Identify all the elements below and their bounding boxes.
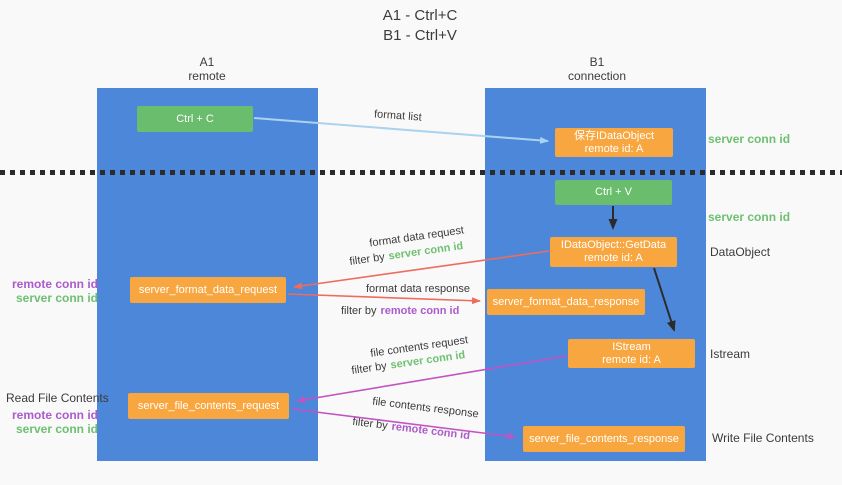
filter-prefix: filter by <box>351 415 389 433</box>
label-group-conn-ids-bottom: remote conn id server conn id <box>8 408 98 436</box>
node-idataobject-getdata: IDataObject::GetData remote id: A <box>550 237 677 267</box>
lane-b1-subtitle: connection <box>567 69 627 83</box>
node-istream-line1: IStream <box>612 340 651 353</box>
node-server-format-data-request: server_format_data_request <box>130 277 286 303</box>
label-remote-conn-id-mid: remote conn id <box>11 277 98 291</box>
node-format-response-label: server_format_data_response <box>492 295 640 308</box>
label-server-conn-id-top: server conn id <box>708 132 791 146</box>
title-line-1: A1 - Ctrl+C <box>382 7 458 24</box>
session-divider-dotted-line <box>0 170 842 175</box>
label-write-file-contents: Write File Contents <box>712 431 814 445</box>
node-istream-line2: remote id: A <box>602 353 661 366</box>
node-istream: IStream remote id: A <box>568 339 695 368</box>
label-dataobject: DataObject <box>710 245 771 259</box>
node-file-request-label: server_file_contents_request <box>137 399 280 412</box>
node-format-request-label: server_format_data_request <box>138 283 278 296</box>
node-ctrl-v-label: Ctrl + V <box>595 186 632 198</box>
node-server-file-contents-request: server_file_contents_request <box>128 393 289 419</box>
label-format-list: format list <box>373 108 423 124</box>
title-line-2: B1 - Ctrl+V <box>383 27 457 44</box>
lane-a1-name: A1 <box>199 55 215 69</box>
label-group-conn-ids-mid: remote conn id server conn id <box>8 277 98 305</box>
node-getdata-line1: IDataObject::GetData <box>560 239 667 251</box>
lane-b1-name: B1 <box>589 55 605 69</box>
lane-a1-subtitle: remote <box>188 69 226 83</box>
label-read-file-contents: Read File Contents <box>6 391 109 405</box>
node-getdata-line2: remote id: A <box>584 252 643 264</box>
node-ctrl-v: Ctrl + V <box>555 180 672 205</box>
node-save-idataobject-line1: 保存IDataObject <box>573 129 655 142</box>
node-server-file-contents-response: server_file_contents_response <box>523 426 685 452</box>
label-remote-conn-id-bottom: remote conn id <box>11 408 98 422</box>
filter-key-remote-conn-id: remote conn id <box>390 420 471 443</box>
filter-key-remote-conn-id: remote conn id <box>380 305 460 317</box>
node-server-format-data-response: server_format_data_response <box>487 289 645 315</box>
filter-prefix: filter by <box>350 360 388 377</box>
node-ctrl-c: Ctrl + C <box>137 106 253 132</box>
lane-header-a1: A1 remote <box>147 55 267 83</box>
label-server-conn-id-left-bottom: server conn id <box>15 422 98 436</box>
diagram-title: A1 - Ctrl+C B1 - Ctrl+V <box>330 6 510 46</box>
node-save-idataobject: 保存IDataObject remote id: A <box>555 128 673 157</box>
lane-header-b1: B1 connection <box>537 55 657 83</box>
node-ctrl-c-label: Ctrl + C <box>176 112 214 125</box>
filter-prefix: filter by <box>348 251 386 268</box>
node-save-idataobject-line2: remote id: A <box>584 142 644 155</box>
filter-prefix: filter by <box>341 305 377 317</box>
node-file-response-label: server_file_contents_response <box>529 432 679 445</box>
label-server-conn-id-mid: server conn id <box>708 210 791 224</box>
label-istream: Istream <box>710 347 751 361</box>
label-file-contents-response: file contents response <box>371 395 480 421</box>
label-server-conn-id-left-mid: server conn id <box>15 291 98 305</box>
label-format-data-response: format data response <box>366 283 470 295</box>
